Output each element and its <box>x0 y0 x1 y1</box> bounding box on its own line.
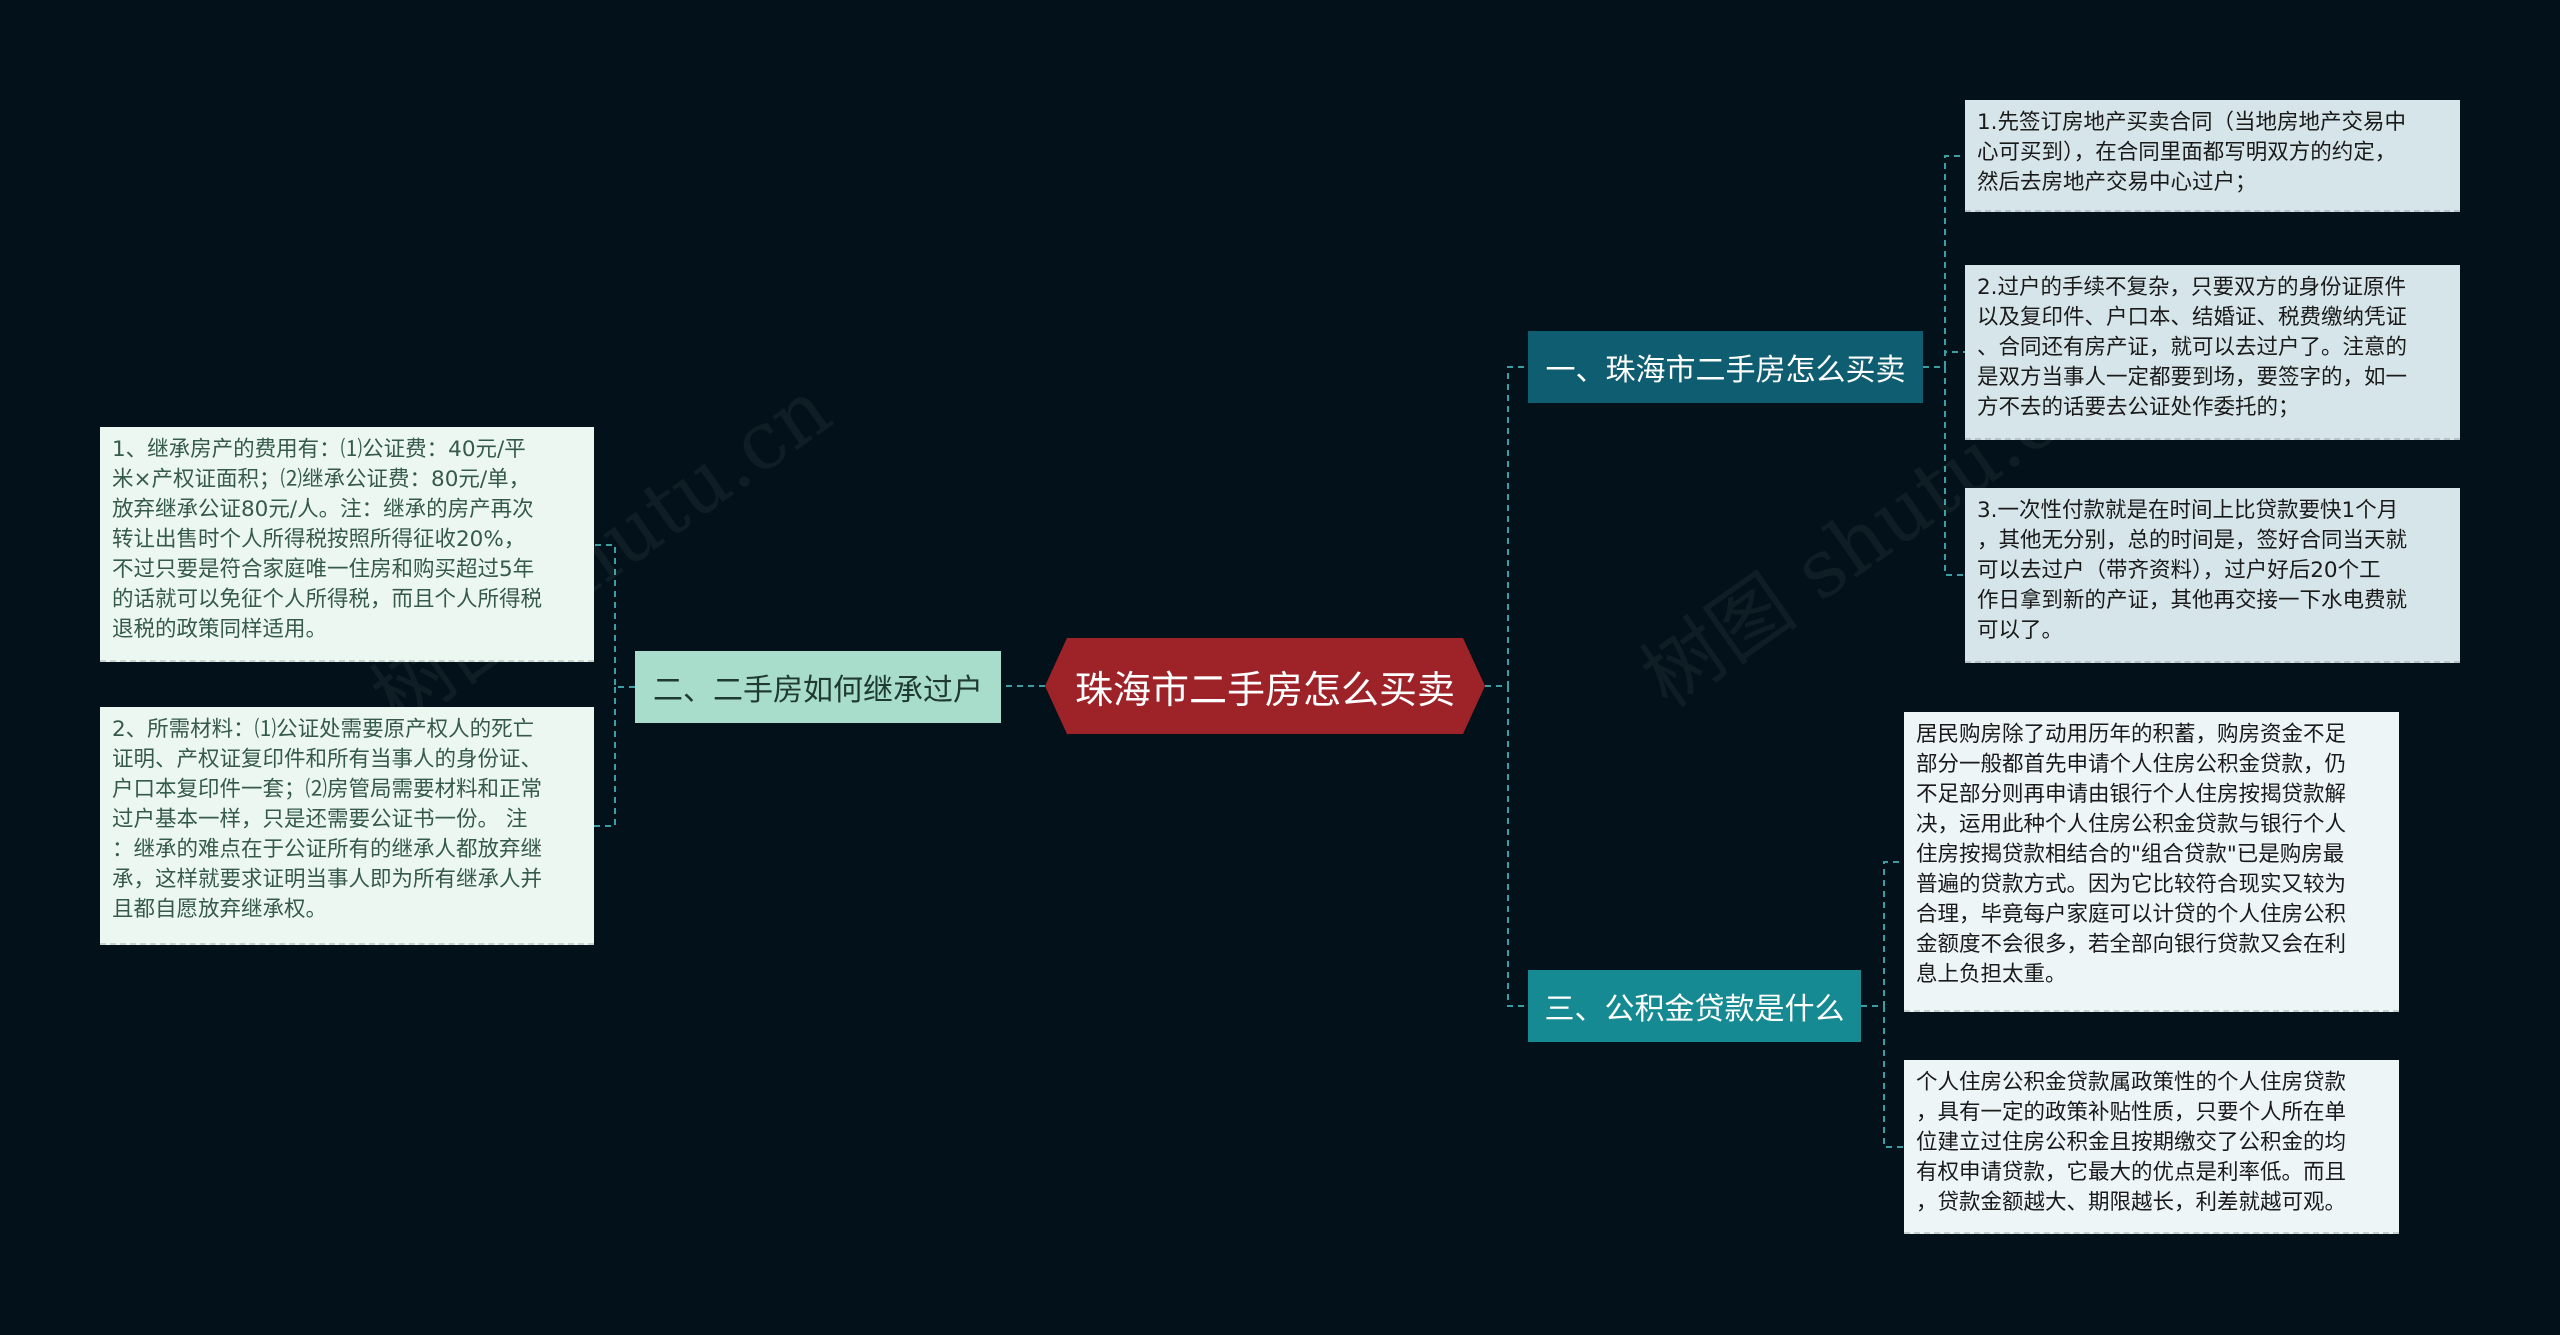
leaf-combined-loan[interactable]: 居民购房除了动用历年的积蓄，购房资金不足 部分一般都首先申请个人住房公积金贷款，… <box>1904 712 2399 1012</box>
root-label: 珠海市二手房怎么买卖 <box>1074 667 1455 712</box>
leaf-lump-sum-payment[interactable]: 3.一次性付款就是在时间上比贷款要快1个月 ，其他无分别，总的时间是，签好合同当… <box>1965 488 2460 663</box>
branch-inheritance-transfer[interactable]: 二、二手房如何继承过户 <box>635 651 1001 723</box>
branch-label: 一、珠海市二手房怎么买卖 <box>1545 353 1906 388</box>
leaf-required-materials[interactable]: 2、所需材料：⑴公证处需要原产权人的死亡 证明、产权证复印件和所有当事人的身份证… <box>100 707 594 945</box>
leaf-sign-contract[interactable]: 1.先签订房地产买卖合同（当地房地产交易中 心可买到），在合同里面都写明双方的约… <box>1965 100 2460 212</box>
root-node[interactable]: 珠海市二手房怎么买卖 <box>1045 638 1485 734</box>
branch-label: 二、二手房如何继承过户 <box>653 673 983 708</box>
branch-label: 三、公积金贷款是什么 <box>1544 992 1845 1027</box>
branch-buy-sell[interactable]: 一、珠海市二手房怎么买卖 <box>1528 331 1923 403</box>
leaf-transfer-procedure[interactable]: 2.过户的手续不复杂，只要双方的身份证原件 以及复印件、户口本、结婚证、税费缴纳… <box>1965 265 2460 440</box>
leaf-inheritance-fees[interactable]: 1、继承房产的费用有：⑴公证费：40元/平 米×产权证面积；⑵继承公证费：80元… <box>100 427 594 662</box>
leaf-policy-loan[interactable]: 个人住房公积金贷款属政策性的个人住房贷款 ，具有一定的政策补贴性质，只要个人所在… <box>1904 1060 2399 1234</box>
branch-provident-fund-loan[interactable]: 三、公积金贷款是什么 <box>1528 970 1861 1042</box>
